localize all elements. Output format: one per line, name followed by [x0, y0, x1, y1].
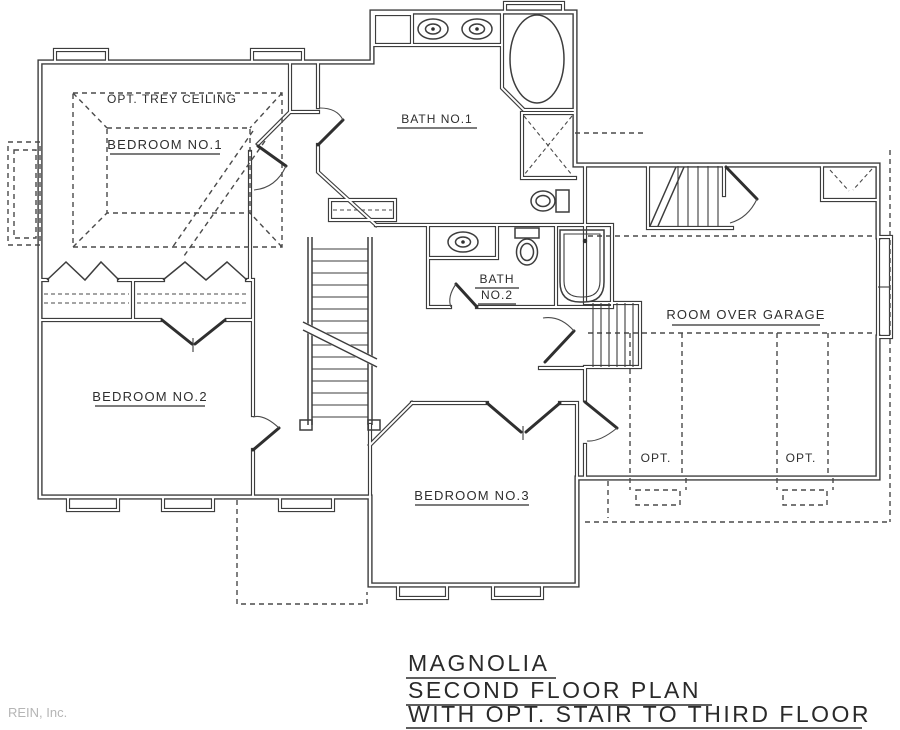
- room-labels: OPT. TREY CEILING BEDROOM NO.1 BATH NO.1…: [92, 92, 825, 506]
- plan-title-line2: SECOND FLOOR PLAN: [408, 677, 701, 703]
- closet-shelf-lines: [44, 209, 392, 304]
- bathtub: [559, 229, 605, 303]
- plan-title-line1: MAGNOLIA: [408, 650, 549, 676]
- plan-title-line3: WITH OPT. STAIR TO THIRD FLOOR: [408, 701, 871, 727]
- vanity-sink: [447, 231, 479, 253]
- room-over-garage-label: ROOM OVER GARAGE: [666, 307, 825, 322]
- bedroom1-label: BEDROOM NO.1: [107, 137, 223, 152]
- bath2-fixtures: [447, 227, 605, 303]
- opt-trey-ceiling-label: OPT. TREY CEILING: [107, 92, 237, 106]
- dormer-outlines: [629, 333, 834, 506]
- interior-walls-core: [39, 11, 879, 498]
- opt-dormer-left-label: OPT.: [641, 451, 672, 465]
- bath1-fixtures: [417, 14, 570, 213]
- doors: [46, 107, 759, 452]
- bath1-label: BATH NO.1: [401, 112, 472, 126]
- bath2-label-line1: BATH: [479, 272, 514, 286]
- trey-ceiling-outline: [72, 92, 283, 257]
- double-vanity-sinks: [417, 18, 493, 40]
- roof-overhang-lines: [236, 132, 891, 605]
- optional-third-floor-stair: [649, 166, 719, 227]
- title-block: MAGNOLIA SECOND FLOOR PLAN WITH OPT. STA…: [406, 650, 871, 729]
- watermark-text: REIN, Inc.: [8, 705, 67, 720]
- toilet: [514, 227, 540, 266]
- attic-access-marks: [829, 168, 873, 192]
- bathtub-oval: [509, 14, 565, 104]
- opt-dormer-right-label: OPT.: [786, 451, 817, 465]
- bath2-label-line2: NO.2: [481, 288, 513, 302]
- bedroom2-label: BEDROOM NO.2: [92, 389, 208, 404]
- optional-fireplace-outline: [7, 141, 41, 246]
- knee-wall-lines: [588, 235, 876, 334]
- garage-room-stair: [592, 303, 634, 367]
- shower-glass-marks: [523, 115, 573, 176]
- bedroom3-label: BEDROOM NO.3: [414, 488, 530, 503]
- toilet: [530, 189, 570, 213]
- interior-walls: [40, 12, 878, 497]
- main-staircase: [299, 237, 381, 431]
